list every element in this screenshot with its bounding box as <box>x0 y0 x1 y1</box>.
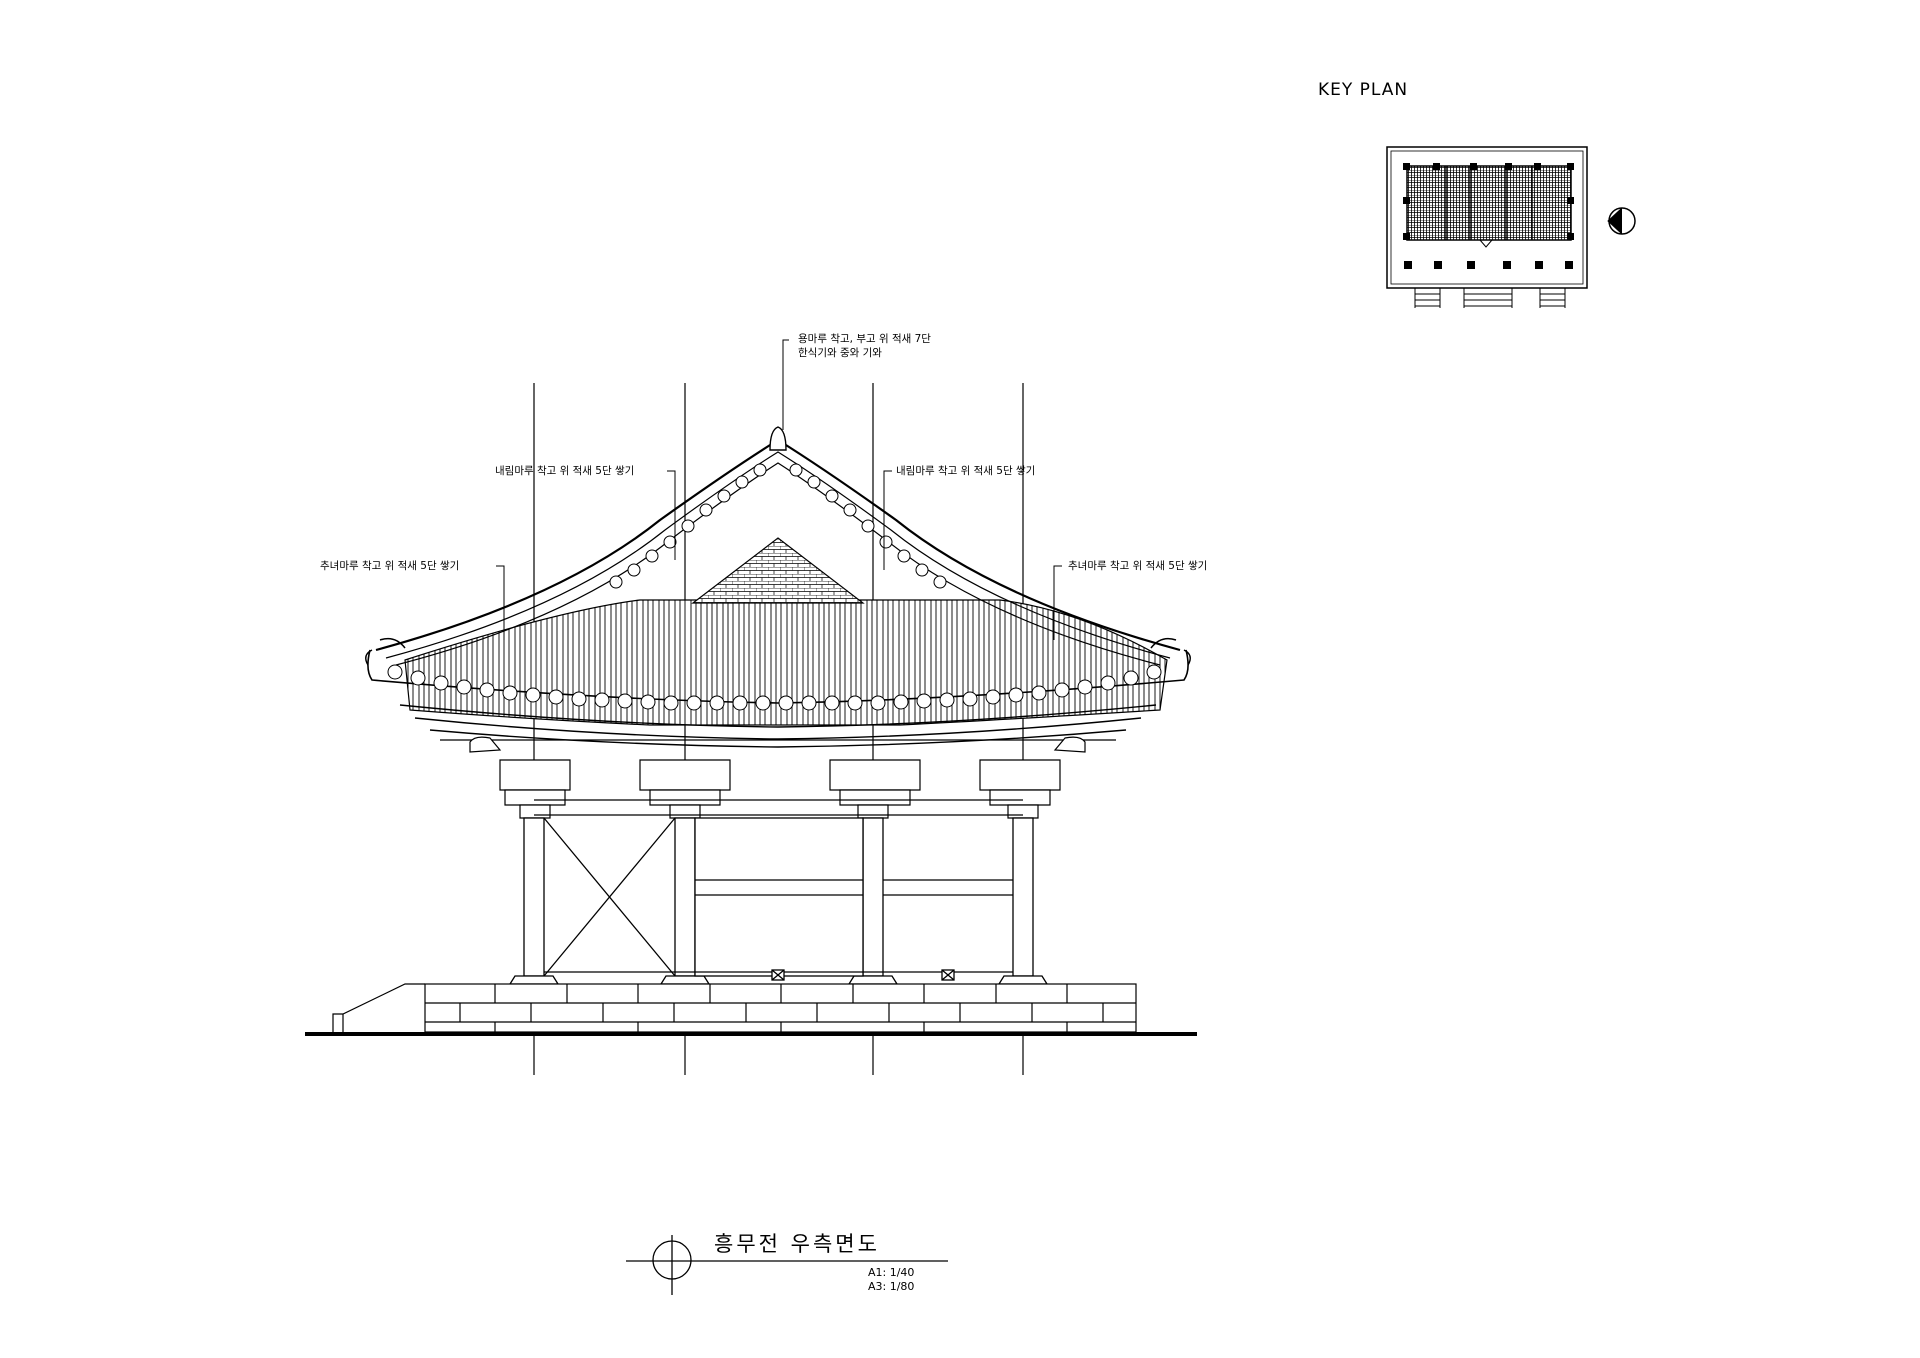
stone-platform <box>332 983 1137 1033</box>
title-symbol <box>626 1235 948 1295</box>
eave-tile-ends <box>387 664 1162 711</box>
corner-ridge-annotation-left: 추녀마루 착고 위 적새 5단 쌓기 <box>320 560 460 572</box>
bracket-sets <box>469 736 1086 819</box>
roof <box>365 426 1191 748</box>
descending-ridge-annotation-left: 내림마루 착고 위 적새 5단 쌓기 <box>495 465 635 477</box>
drawing-title: 흥무전 우측면도 <box>714 1232 880 1256</box>
ridge-annotation-line-2: 한식기와 중와 기와 <box>798 347 882 359</box>
leader-lines <box>496 339 1062 640</box>
scale-a1: A1: 1/40 <box>868 1266 915 1279</box>
key-plan-steps <box>1414 288 1566 308</box>
slope-tile-ends <box>609 463 947 589</box>
corner-ridge-annotation-right: 추녀마루 착고 위 적새 5단 쌓기 <box>1068 560 1208 572</box>
view-direction-icon <box>1607 207 1636 235</box>
ridge-annotation-line-1: 용마루 착고, 부고 위 적새 7단 <box>798 333 931 345</box>
columns-and-walls <box>508 799 1049 985</box>
key-plan-title: KEY PLAN <box>1318 80 1409 100</box>
key-plan <box>1386 146 1636 308</box>
scale-a3: A3: 1/80 <box>868 1280 915 1293</box>
descending-ridge-annotation-right: 내림마루 착고 위 적새 5단 쌓기 <box>896 465 1036 477</box>
